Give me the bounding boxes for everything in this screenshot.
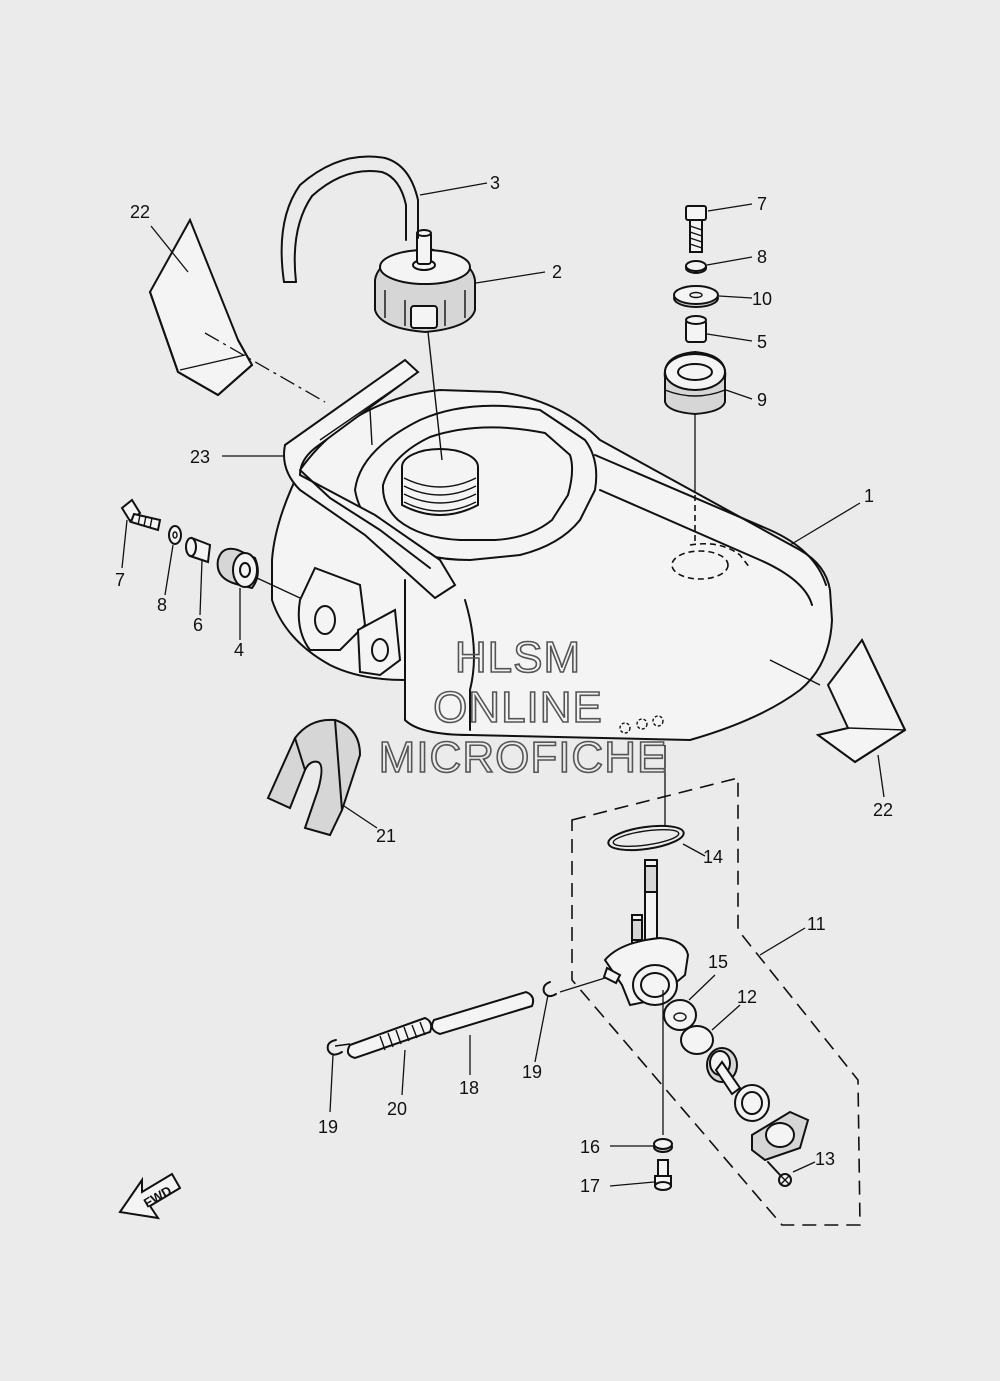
collar-part-6[interactable] bbox=[185, 536, 212, 564]
callout-16: 16 bbox=[580, 1137, 600, 1157]
lever-knob[interactable] bbox=[706, 1047, 742, 1096]
watermark-line-1: HLSM bbox=[455, 633, 581, 682]
watermark: HLSM ONLINE MICROFICHE bbox=[378, 632, 668, 783]
watermark-line-3: MICROFICHE bbox=[379, 733, 668, 782]
callout-20: 20 bbox=[387, 1099, 407, 1119]
callout-18: 18 bbox=[459, 1078, 479, 1098]
damper-part-9[interactable] bbox=[663, 350, 727, 545]
callout-23: 23 bbox=[190, 447, 210, 467]
gasket-ring[interactable] bbox=[734, 1084, 770, 1122]
fuel-hose-part-18[interactable] bbox=[431, 990, 535, 1036]
callout-5: 5 bbox=[757, 332, 767, 352]
callout-2: 2 bbox=[552, 262, 562, 282]
callout-1: 1 bbox=[864, 486, 874, 506]
callout-22-left: 22 bbox=[130, 202, 150, 222]
tank-mount-frame-part-23[interactable] bbox=[283, 358, 457, 600]
callout-19-right: 19 bbox=[522, 1062, 542, 1082]
callout-11: 11 bbox=[807, 914, 826, 934]
clip-part-19-right[interactable] bbox=[542, 981, 557, 998]
packing-part-15[interactable] bbox=[663, 999, 697, 1031]
callout-15: 15 bbox=[708, 952, 728, 972]
bolt-part-17[interactable] bbox=[654, 1159, 672, 1191]
callout-12: 12 bbox=[737, 987, 757, 1007]
grommet-part-4[interactable] bbox=[216, 547, 301, 599]
callout-14: 14 bbox=[703, 847, 723, 867]
callout-8-left: 8 bbox=[157, 595, 167, 615]
breather-hose-part-3[interactable] bbox=[280, 155, 419, 283]
callout-7-right: 7 bbox=[757, 194, 767, 214]
callout-19-left: 19 bbox=[318, 1117, 338, 1137]
callout-10: 10 bbox=[752, 289, 772, 309]
callout-numbers: 1 2 3 4 5 6 7 7 8 8 9 10 11 12 13 14 15 … bbox=[115, 173, 893, 1196]
watermark-line-2: ONLINE bbox=[433, 683, 603, 732]
hose-protector-part-20[interactable] bbox=[346, 1016, 433, 1060]
bracket-part-22-right[interactable] bbox=[815, 638, 907, 764]
forward-direction-arrow-icon: FWD bbox=[118, 1172, 182, 1220]
callout-6: 6 bbox=[193, 615, 203, 635]
collar-washer-part-10[interactable] bbox=[673, 285, 719, 308]
collar-part-5[interactable] bbox=[685, 315, 707, 343]
rubber-pad-part-21[interactable] bbox=[266, 718, 362, 837]
bracket-part-22-left[interactable] bbox=[148, 217, 326, 403]
lever-disc-part-12[interactable] bbox=[680, 1025, 714, 1055]
bolt-part-7-right[interactable] bbox=[685, 205, 707, 253]
callout-7-left: 7 bbox=[115, 570, 125, 590]
screw-part-13[interactable] bbox=[767, 1161, 792, 1187]
callout-8-right: 8 bbox=[757, 247, 767, 267]
clip-part-19-left[interactable] bbox=[326, 1039, 351, 1056]
leader-lines bbox=[121, 182, 885, 1187]
fuel-cap-part-2[interactable] bbox=[374, 229, 476, 461]
fuel-tank-part-1[interactable] bbox=[271, 388, 834, 742]
washer-part-16[interactable] bbox=[653, 1138, 673, 1153]
cover-plate[interactable] bbox=[751, 1110, 810, 1162]
bolt-part-7-left[interactable] bbox=[120, 498, 162, 532]
washer-part-8-right[interactable] bbox=[685, 260, 707, 274]
callout-17: 17 bbox=[580, 1176, 600, 1196]
callout-21: 21 bbox=[376, 826, 396, 846]
callout-22-right: 22 bbox=[873, 800, 893, 820]
callout-3: 3 bbox=[490, 173, 500, 193]
callout-4: 4 bbox=[234, 640, 244, 660]
callout-13: 13 bbox=[815, 1149, 835, 1169]
callout-9: 9 bbox=[757, 390, 767, 410]
washer-part-8-left[interactable] bbox=[168, 525, 182, 545]
fuel-cock-body[interactable] bbox=[559, 859, 690, 1007]
o-ring-part-14[interactable] bbox=[607, 745, 685, 854]
